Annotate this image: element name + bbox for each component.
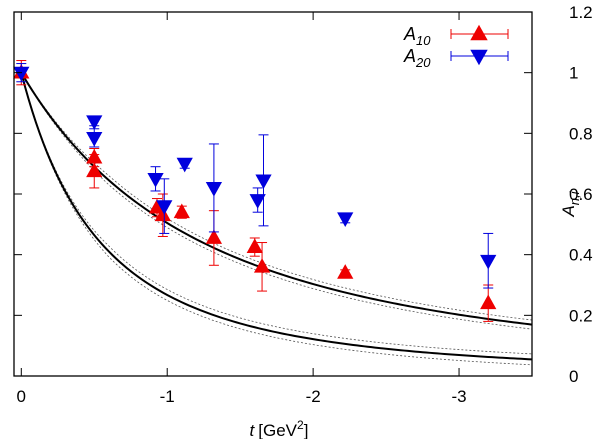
data-point-a20 (156, 200, 173, 215)
legend-label-base: A (403, 24, 416, 44)
data-point-a10 (205, 229, 223, 244)
y-axis-label-sub: n,i (567, 190, 582, 205)
legend-label-sub: 10 (416, 33, 431, 48)
data-point-a20 (255, 174, 272, 190)
legend-label-base: A (403, 46, 416, 66)
data-point-a20 (176, 157, 193, 173)
x-tick-label: -2 (306, 387, 321, 406)
y-tick-label: 0.6 (569, 185, 593, 204)
y-tick-label: 0 (569, 367, 578, 386)
data-point-a10 (337, 264, 354, 279)
fit-curve (20, 72, 533, 326)
data-point-a10 (154, 206, 171, 222)
data-point-a10 (173, 203, 190, 219)
legend-label: A20 (403, 46, 431, 70)
data-point-a20 (86, 115, 103, 130)
data-point-a20 (249, 194, 266, 209)
data-point-a20 (86, 132, 103, 147)
data-point-a20 (147, 172, 164, 188)
y-axis-label: An,i (559, 190, 582, 217)
legend-label-sub: 20 (415, 55, 431, 70)
data-point-a10 (86, 162, 103, 178)
fit-band-upper (20, 72, 533, 355)
data-point-a20 (13, 66, 30, 82)
x-axis-label-unit-close: ] (304, 421, 309, 439)
x-tick-label: -1 (160, 387, 175, 406)
legend-marker (470, 24, 488, 41)
x-tick-label: -3 (451, 387, 466, 406)
fit-band-upper (20, 72, 533, 321)
y-tick-label: 1 (569, 64, 578, 83)
data-point-a10 (246, 238, 263, 253)
fit-curves (20, 72, 533, 361)
x-axis-label-unit: [GeV (258, 421, 297, 439)
y-tick-label: 0.4 (569, 246, 593, 265)
fit-bands (20, 72, 533, 366)
x-axis-label-unit-sup: 2 (297, 418, 304, 432)
legend-marker (470, 49, 488, 66)
data-point-a10 (480, 294, 497, 310)
data-point-a20 (480, 254, 497, 270)
x-axis-label: t[GeV2] (250, 418, 309, 439)
data-point-a20 (337, 212, 354, 227)
y-axis-label-base: A (559, 205, 578, 217)
data-points (13, 60, 497, 322)
x-tick-label: 0 (17, 387, 26, 406)
data-point-a10 (253, 258, 271, 273)
y-tick-label: 0.8 (569, 124, 593, 143)
fit-curve (20, 72, 533, 361)
x-axis-label-var: t (250, 421, 256, 439)
y-tick-label: 0.2 (569, 306, 593, 325)
data-point-a20 (205, 182, 223, 197)
y-tick-label: 1.2 (569, 3, 593, 22)
axis-ticks: 0 -1 -2 -3 0 0.2 0.4 0.6 0.8 1 1.2 (14, 3, 593, 406)
legend-label: A10 (403, 24, 431, 48)
